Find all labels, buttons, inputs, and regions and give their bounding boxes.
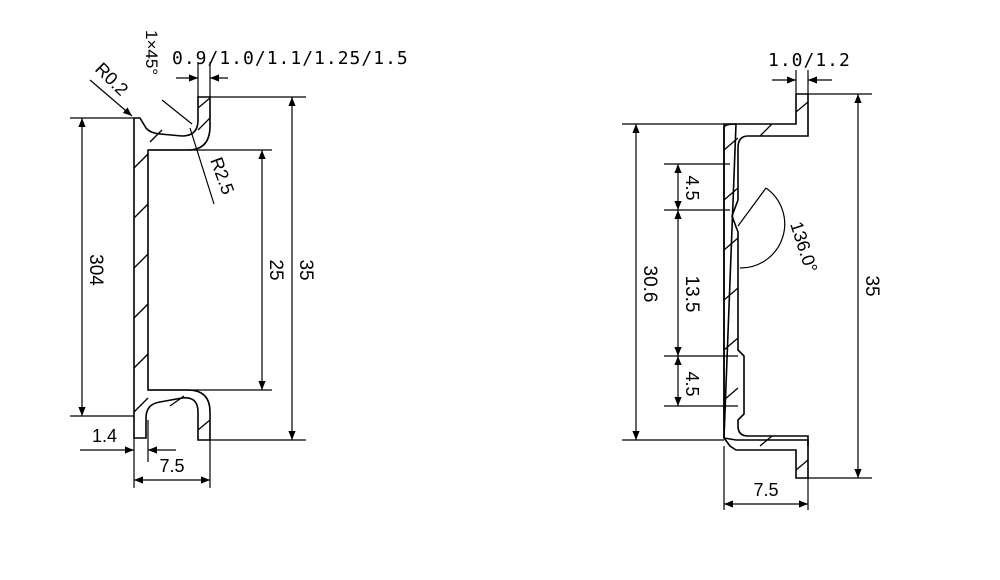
right-hatching	[723, 101, 809, 471]
right-angle-label: 136.0°	[786, 219, 821, 275]
leader-r0-2	[89, 79, 133, 117]
leader-r2-5	[189, 127, 215, 205]
right-profile-outline	[723, 123, 809, 479]
left-hatching	[133, 97, 211, 431]
left-chamfer-label: 1×45°	[142, 30, 161, 75]
right-depth-label: 7.5	[753, 480, 778, 500]
left-inner-height-label: 304	[85, 254, 106, 286]
left-slot-height-label: 25	[265, 259, 286, 280]
left-depth-label: 7.5	[159, 456, 184, 476]
right-profile: 1.0/1.2 136.0° 30.6 4.5 13.5 4.5 35 7.5	[622, 50, 882, 510]
right-inner-height-label: 30.6	[639, 266, 660, 303]
right-middle-label: 13.5	[681, 276, 702, 313]
right-thickness-label: 1.0/1.2	[768, 50, 851, 71]
left-outer-radius-label: R0.2	[91, 59, 132, 100]
right-bottom-notch-label: 4.5	[682, 371, 702, 396]
right-overall-height-label: 35	[861, 275, 882, 296]
right-profile-body	[723, 93, 809, 446]
leader-chamfer	[161, 99, 193, 125]
angle-arc	[739, 187, 786, 269]
left-profile-outline	[133, 96, 211, 441]
right-top-notch-label: 4.5	[682, 175, 702, 200]
left-inner-radius-label: R2.5	[206, 155, 238, 198]
left-profile: 0.9/1.0/1.1/1.25/1.5 1×45° R0.2 R2.5 304…	[70, 30, 409, 488]
left-thickness-label: 0.9/1.0/1.1/1.25/1.5	[172, 48, 409, 69]
left-overall-height-label: 35	[295, 259, 316, 280]
left-wall-label: 1.4	[92, 426, 117, 446]
